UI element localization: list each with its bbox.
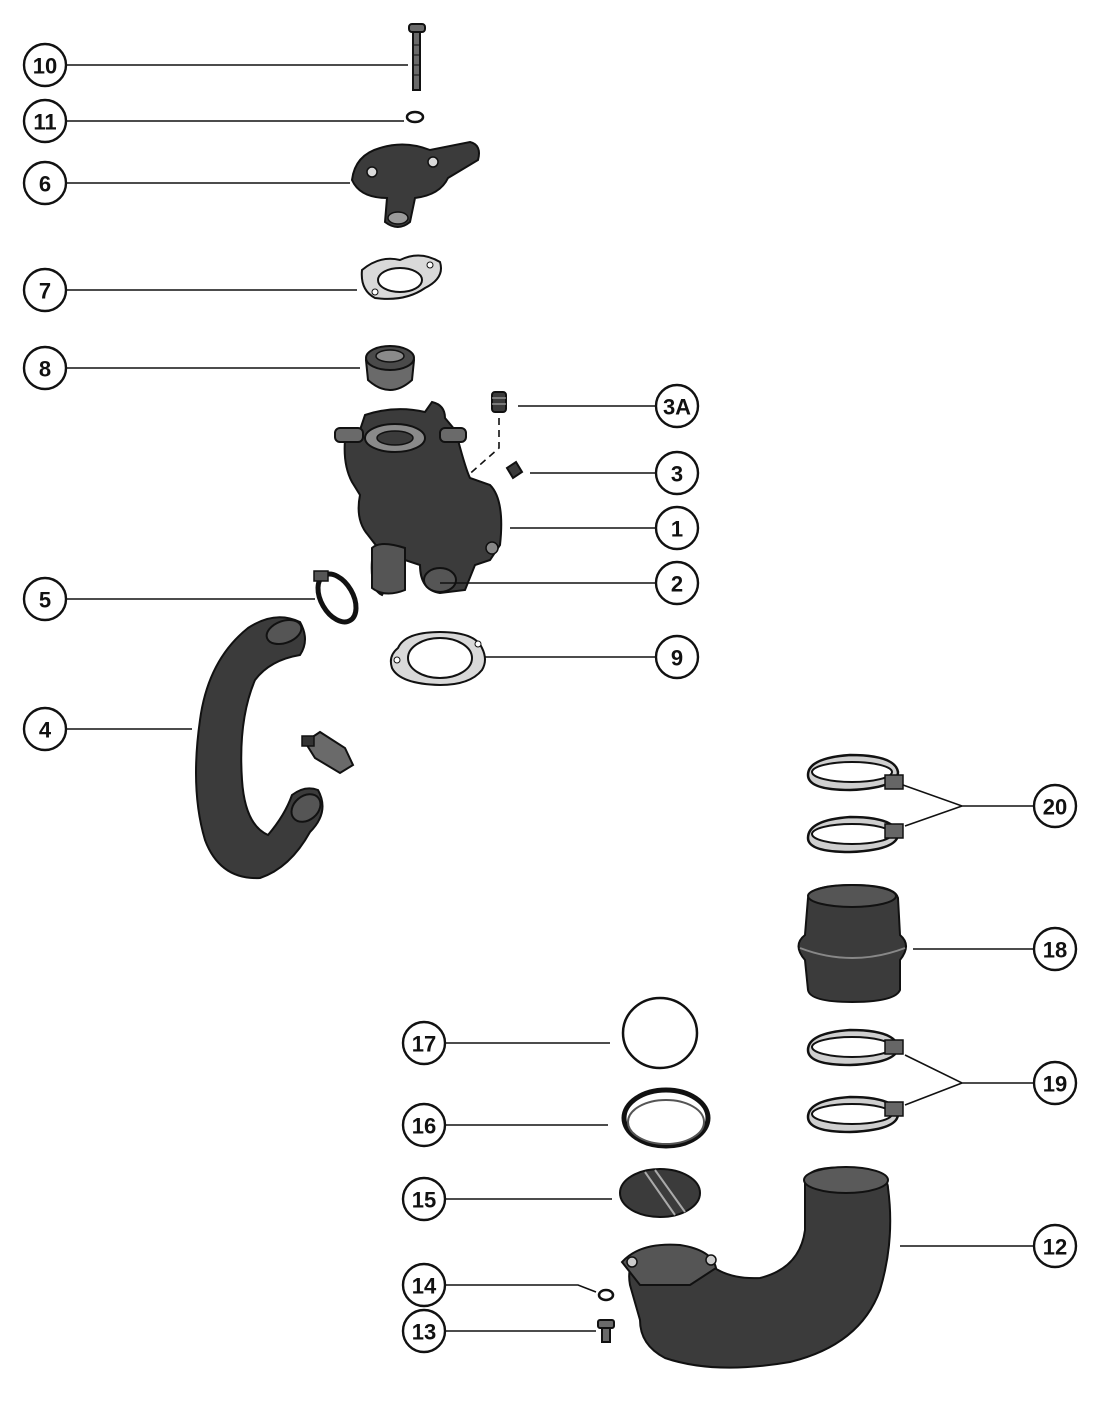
callout-2-label: 2 xyxy=(671,572,683,597)
part-16-ring xyxy=(621,1087,711,1149)
part-20-clamps xyxy=(806,753,904,854)
callout-13: 13 xyxy=(401,1308,447,1354)
callout-6-label: 6 xyxy=(39,172,51,197)
callout-12: 12 xyxy=(1032,1223,1078,1269)
callout-17-label: 17 xyxy=(412,1032,436,1057)
callout-10-label: 10 xyxy=(33,54,57,79)
part-18-bellows xyxy=(797,883,907,1004)
callout-12-label: 12 xyxy=(1043,1235,1067,1260)
callout-4: 4 xyxy=(22,706,68,752)
part-3-plug xyxy=(505,460,524,480)
callout-19-label: 19 xyxy=(1043,1072,1067,1097)
callout-3: 3 xyxy=(654,450,700,496)
callout-19: 19 xyxy=(1032,1060,1078,1106)
part-3a-dashed-leader xyxy=(464,418,500,479)
callout-15: 15 xyxy=(401,1176,447,1222)
part-7-gasket xyxy=(360,254,442,300)
part-10-screw xyxy=(408,23,426,91)
callout-4-label: 4 xyxy=(39,718,52,743)
part-19-clamps xyxy=(806,1028,904,1134)
callout-1: 1 xyxy=(654,505,700,551)
callout-8: 8 xyxy=(22,345,68,391)
callout-3a: 3A xyxy=(654,383,700,429)
callout-1-label: 1 xyxy=(671,517,683,542)
callout-16-label: 16 xyxy=(412,1114,436,1139)
callout-6: 6 xyxy=(22,160,68,206)
part-13-screw xyxy=(597,1319,615,1343)
callout-3-label: 3 xyxy=(671,462,683,487)
callout-2: 2 xyxy=(654,560,700,606)
part-12-elbow xyxy=(620,1166,892,1369)
callout-18-label: 18 xyxy=(1043,938,1067,963)
part-5-hose-clamp xyxy=(313,570,359,625)
part-9-gasket xyxy=(389,630,486,687)
part-1-housing-body xyxy=(334,400,503,597)
callout-18: 18 xyxy=(1032,926,1078,972)
part-3a-fitting xyxy=(491,391,507,413)
callout-7: 7 xyxy=(22,267,68,313)
callout-10: 10 xyxy=(22,42,68,88)
callout-20-label: 20 xyxy=(1043,795,1067,820)
part-8-thermostat xyxy=(364,345,416,391)
callout-5: 5 xyxy=(22,576,68,622)
callout-11: 11 xyxy=(22,98,68,144)
part-15-flapper xyxy=(619,1168,701,1218)
callout-7-label: 7 xyxy=(39,279,51,304)
callout-20: 20 xyxy=(1032,783,1078,829)
callout-9-label: 9 xyxy=(671,646,683,671)
callout-14: 14 xyxy=(401,1262,447,1308)
callout-3a-label: 3A xyxy=(663,395,691,420)
part-11-washer xyxy=(405,110,425,124)
leader-lines xyxy=(66,64,1034,1332)
part-17-o-ring xyxy=(621,996,699,1070)
callout-14-label: 14 xyxy=(412,1274,437,1299)
callout-15-label: 15 xyxy=(412,1188,436,1213)
part-6-thermostat-housing xyxy=(350,140,480,228)
callout-11-label: 11 xyxy=(33,110,56,135)
hose-clamp-small xyxy=(301,730,355,775)
part-4-hose xyxy=(195,616,324,880)
callout-13-label: 13 xyxy=(412,1320,436,1345)
callout-17: 17 xyxy=(401,1020,447,1066)
callout-9: 9 xyxy=(654,634,700,680)
callout-16: 16 xyxy=(401,1102,447,1148)
callout-5-label: 5 xyxy=(39,588,51,613)
part-14-washer xyxy=(597,1288,615,1302)
callout-8-label: 8 xyxy=(39,357,51,382)
